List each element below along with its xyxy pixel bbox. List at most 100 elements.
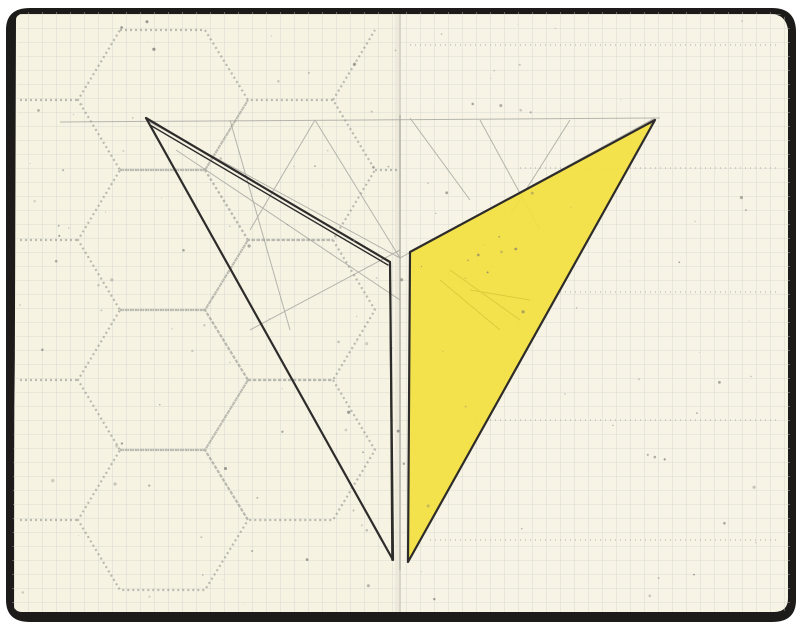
graphite-speck <box>148 595 151 598</box>
graphite-speck <box>270 35 272 37</box>
graphite-speck <box>100 309 103 312</box>
graphite-speck <box>521 310 525 314</box>
graphite-speck <box>723 521 726 525</box>
graphite-speck <box>68 227 70 229</box>
graphite-speck <box>321 185 323 187</box>
graphite-speck <box>120 442 124 445</box>
graphite-speck <box>678 261 681 264</box>
graphite-speck <box>435 212 437 214</box>
graphite-speck <box>650 123 652 126</box>
graphite-speck <box>307 71 310 74</box>
graphite-speck <box>19 304 22 306</box>
graphite-speck <box>402 462 405 465</box>
graphite-speck <box>105 211 107 213</box>
graphite-speck <box>440 33 443 35</box>
arrowhead-outline <box>144 116 657 564</box>
graphite-speck <box>73 113 75 116</box>
graphite-smudges <box>19 20 757 605</box>
graphite-speck <box>499 104 503 108</box>
graphite-speck <box>750 375 752 378</box>
graphite-speck <box>400 278 404 282</box>
graphite-speck <box>375 277 378 279</box>
graphite-speck <box>698 351 701 354</box>
graphite-speck <box>171 327 173 330</box>
graphite-speck <box>344 428 348 432</box>
graphite-speck <box>21 591 25 594</box>
graphite-speck <box>191 349 194 353</box>
graphite-speck <box>305 558 309 561</box>
graphite-speck <box>471 102 474 106</box>
graphite-speck <box>356 341 358 342</box>
graphite-speck <box>54 259 58 263</box>
graphite-speck <box>356 315 358 317</box>
graphite-speck <box>637 378 641 381</box>
graphite-speck <box>741 20 743 22</box>
graphite-speck <box>281 430 284 433</box>
graphite-speck <box>693 573 695 576</box>
graphite-speck <box>490 77 492 79</box>
graphite-speck <box>394 49 397 52</box>
yellow-shading-strokes <box>439 269 531 331</box>
graphite-speck <box>570 206 572 208</box>
graphite-speck <box>717 380 721 384</box>
graphite-speck <box>293 165 295 168</box>
graphite-speck <box>663 458 666 461</box>
graphite-speck <box>223 466 228 471</box>
graphite-speck <box>629 260 631 262</box>
graphite-speck <box>521 528 523 530</box>
graphite-speck <box>353 239 356 242</box>
graphite-speck <box>247 244 251 248</box>
graphite-speck <box>500 250 503 254</box>
right-page-construction-lines <box>410 44 780 541</box>
graphite-speck <box>256 496 259 499</box>
graphite-speck <box>657 577 660 579</box>
graphite-speck <box>387 165 390 168</box>
graphite-speck <box>564 393 566 395</box>
graphite-speck <box>420 266 422 268</box>
graphite-speck <box>78 534 80 536</box>
graphite-speck <box>744 209 747 212</box>
graphite-speck <box>148 484 151 487</box>
graphite-speck <box>200 536 203 539</box>
graphite-speck <box>646 453 649 456</box>
graphite-speck <box>752 485 756 489</box>
graphite-speck <box>514 247 518 251</box>
graphite-speck <box>653 455 657 459</box>
graphite-speck <box>161 197 163 199</box>
graphite-speck <box>57 224 60 227</box>
graphite-speck <box>337 340 340 344</box>
graphite-speck <box>219 157 223 160</box>
graphite-speck <box>40 348 44 352</box>
graphite-speck <box>58 234 61 237</box>
graphite-speck <box>277 80 280 83</box>
graphite-speck <box>498 236 500 238</box>
graphite-speck <box>152 47 156 51</box>
graphite-speck <box>29 162 31 165</box>
graphite-speck <box>243 603 245 605</box>
graphite-speck <box>518 63 521 66</box>
graphite-speck <box>516 24 518 25</box>
graphite-speck <box>281 388 283 390</box>
graphite-speck <box>612 424 614 427</box>
graphite-speck <box>202 574 204 576</box>
graphite-speck <box>396 429 400 433</box>
graphite-speck <box>370 110 373 113</box>
graphite-speck <box>519 108 522 112</box>
graphite-speck <box>530 191 534 195</box>
graphite-speck <box>464 277 466 279</box>
graphite-speck <box>365 529 368 532</box>
graphite-speck <box>648 594 652 598</box>
graphite-speck <box>694 220 696 223</box>
graphite-speck <box>347 410 351 414</box>
graphite-speck <box>427 182 429 185</box>
graphite-speck <box>229 361 231 364</box>
graphite-speck <box>554 27 556 30</box>
graphite-speck <box>529 111 532 114</box>
graphite-speck <box>212 296 214 298</box>
graphite-speck <box>132 117 134 119</box>
graphite-speck <box>352 509 355 512</box>
graphite-speck <box>182 248 185 252</box>
graphite-speck <box>228 225 231 228</box>
graphite-speck <box>314 165 316 167</box>
